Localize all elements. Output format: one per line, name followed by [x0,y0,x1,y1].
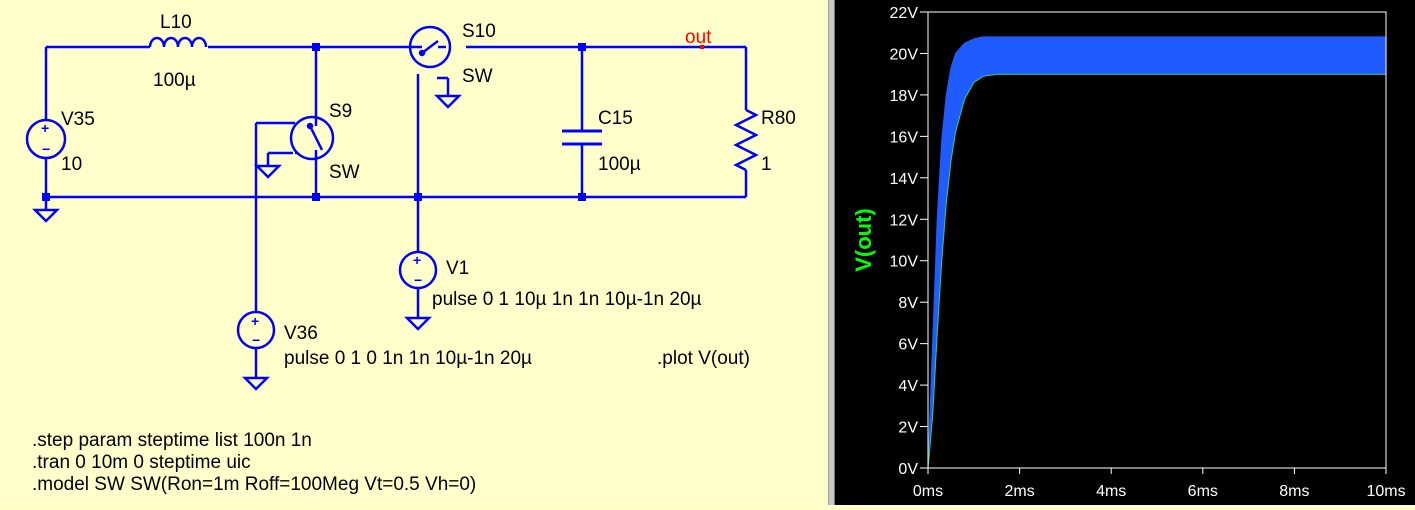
ground-icon [433,94,463,109]
y-tick-label: 0V [898,461,918,478]
y-tick-label: 20V [890,46,919,63]
tran-directive[interactable]: .tran 0 10m 0 steptime uic [32,452,251,473]
y-tick-label: 22V [890,5,919,22]
y-tick-label: 4V [898,378,918,395]
x-tick-label: 2ms [1004,483,1034,500]
wires [44,45,748,378]
resistor-r80[interactable] [733,108,759,172]
v35-plus: + [41,120,49,136]
ground-icon [241,376,271,391]
l10-name: L10 [160,12,192,33]
y-tick-label: 6V [898,337,918,354]
v36-plus: + [251,313,259,329]
r80-value: 1 [761,154,772,175]
plot-directive[interactable]: .plot V(out) [657,348,750,369]
y-tick-label: 16V [890,129,919,146]
v1-plus: + [413,252,421,268]
y-tick-label: 10V [890,254,919,271]
y-tick-label: 14V [890,171,919,188]
v1-name: V1 [446,258,469,279]
trace-lower-edge-0 [927,73,1386,469]
schematic-canvas[interactable]: L10 100µ S10 SW out + − V35 10 S9 SW C15… [0,0,828,505]
step-directive[interactable]: .step param steptime list 100n 1n [32,430,312,451]
capacitor-c15[interactable] [562,129,602,146]
y-tick-label: 12V [890,212,919,229]
net-label-out[interactable]: out [685,27,712,48]
x-tick-label: 8ms [1279,483,1309,500]
v36-value: pulse 0 1 0 1n 1n 10µ-1n 20µ [284,348,532,369]
s10-model: SW [462,66,493,87]
c15-name: C15 [598,108,633,129]
l10-value: 100µ [153,70,196,91]
voltage-source-v36[interactable] [236,310,276,350]
s9-model: SW [329,162,360,183]
voltage-source-v35[interactable] [25,118,67,160]
s9-name: S9 [329,101,352,122]
model-directive[interactable]: .model SW SW(Ron=1m Roff=100Meg Vt=0.5 V… [32,474,476,495]
net-flag-out [700,45,704,49]
inductor-l10[interactable] [148,36,208,48]
trace-envelope-0[interactable] [927,36,1387,469]
waveform-viewer[interactable]: 0V 2V 4V 6V 8V 10V 12V 14V 16V 18V 20V 22V 0ms 2ms 4m… [835,0,1415,505]
ground-icon [253,164,283,179]
y-tick-label: 8V [898,295,918,312]
switch-s9[interactable] [289,115,335,161]
r80-name: R80 [761,108,796,129]
waveform-plot[interactable]: 0V 2V 4V 6V 8V 10V 12V 14V 16V 18V 20V 22V 0ms 2ms 4m… [835,0,1415,505]
ground-icon [403,316,433,331]
trace-label[interactable]: V(out) [851,208,876,272]
x-tick-label: 0ms [913,483,943,500]
x-tick-label: 4ms [1096,483,1126,500]
v35-value: 10 [61,154,82,175]
c15-value: 100µ [598,154,641,175]
x-tick-label: 10ms [1366,483,1405,500]
s10-name: S10 [462,21,496,42]
ground-icon [31,208,61,223]
y-tick-label: 18V [890,88,919,105]
v36-minus: − [252,332,260,348]
x-tick-label: 6ms [1188,483,1218,500]
v35-minus: − [42,141,50,157]
pane-splitter[interactable] [828,0,835,505]
v1-value: pulse 0 1 10µ 1n 1n 10µ-1n 20µ [432,289,702,310]
v36-name: V36 [284,323,318,344]
v35-name: V35 [61,109,95,130]
voltage-source-v1[interactable] [398,250,438,290]
switch-s10[interactable] [408,25,452,69]
schematic-editor[interactable]: L10 100µ S10 SW out + − V35 10 S9 SW C15… [0,0,828,505]
plot-frame [927,11,1387,469]
v1-minus: − [414,272,422,288]
y-tick-label: 2V [898,420,918,437]
junctions [42,43,586,201]
